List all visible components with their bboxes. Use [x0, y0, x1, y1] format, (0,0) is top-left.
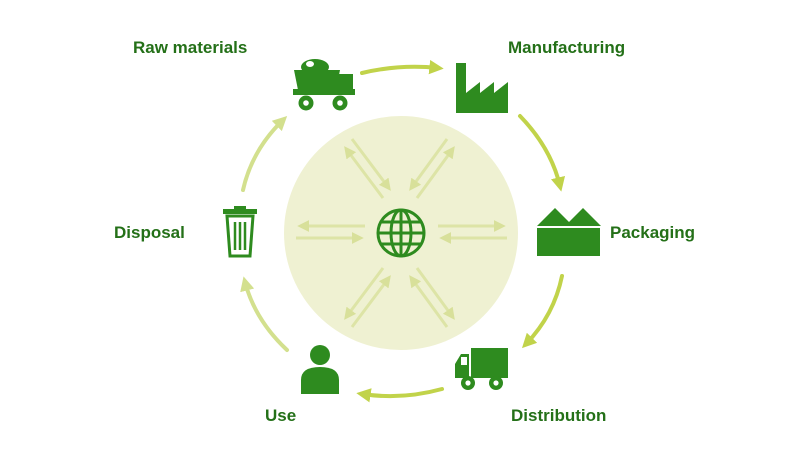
inner-arrow-up-left: [344, 138, 391, 199]
factory-icon: [456, 63, 508, 113]
arrow-use-to-disposal: [240, 276, 289, 352]
delivery-truck-icon: [455, 348, 508, 390]
inner-arrows: [296, 138, 507, 328]
label-distribution: Distribution: [511, 406, 607, 425]
inner-arrow-down-left: [344, 267, 391, 328]
label-raw-materials: Raw materials: [133, 38, 248, 57]
cycle-arrows: [240, 59, 566, 403]
inner-arrow-down-right: [409, 267, 455, 328]
arrow-disposal-to-raw: [241, 115, 288, 192]
label-manufacturing: Manufacturing: [508, 38, 626, 57]
arrow-raw-to-manufacturing: [360, 59, 444, 75]
arrow-distribution-to-use: [356, 387, 444, 403]
label-packaging: Packaging: [610, 223, 696, 242]
inner-arrow-up-right: [409, 138, 455, 199]
trash-bin-icon: [223, 206, 257, 258]
label-disposal: Disposal: [114, 223, 185, 242]
globe-icon: [376, 208, 426, 258]
label-use: Use: [265, 406, 297, 425]
inner-arrow-left: [296, 220, 365, 244]
arrow-packaging-to-distribution: [522, 274, 564, 349]
inner-arrow-right: [438, 220, 507, 244]
open-box-icon: [537, 208, 601, 256]
truck-loaded-icon: [293, 59, 355, 111]
person-icon: [301, 345, 339, 394]
arrow-manufacturing-to-packaging: [518, 114, 566, 192]
